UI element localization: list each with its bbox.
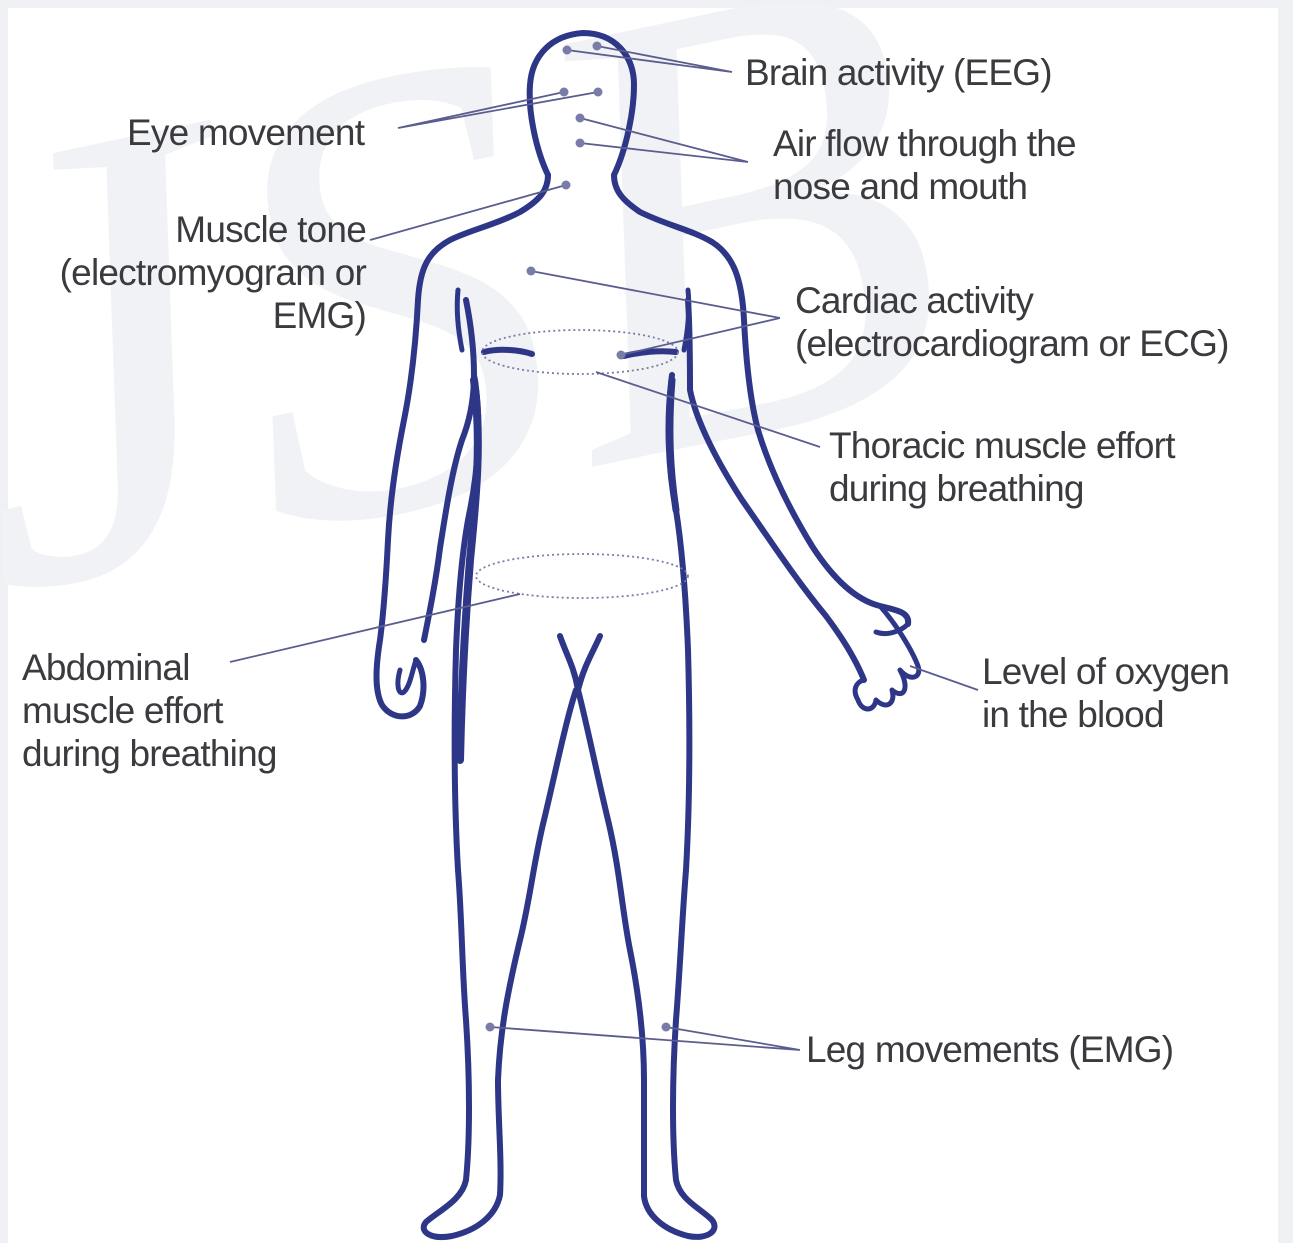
sensor-dot [563, 46, 572, 55]
sensor-dot [562, 181, 571, 190]
left-hand [398, 660, 416, 693]
sensor-dot [662, 1023, 671, 1032]
label-cardiac-activity: Cardiac activity (electrocardiogram or E… [795, 279, 1229, 365]
label-line: during breathing [22, 732, 277, 775]
right-neck-shoulder [614, 175, 908, 624]
label-line: Air flow through the [773, 122, 1076, 165]
sensor-dot [617, 351, 626, 360]
label-line: Abdominal [22, 646, 277, 689]
airflow-leader [580, 118, 748, 162]
sensor-dot [594, 88, 603, 97]
sensor-dot [486, 1023, 495, 1032]
label-abdominal-effort: Abdominal muscle effort during breathing [22, 646, 277, 775]
right-inner-leg [578, 690, 715, 1237]
label-brain-activity: Brain activity (EEG) [745, 51, 1052, 94]
brain-leader [567, 46, 732, 72]
label-line: Level of oxygen [982, 650, 1229, 693]
label-line: (electromyogram or [60, 251, 366, 294]
label-muscle-tone: Muscle tone (electromyogram or EMG) [60, 208, 366, 337]
head-outline [530, 33, 634, 175]
sensor-dot [527, 267, 536, 276]
eye-leader [398, 92, 598, 128]
label-leg-movements: Leg movements (EMG) [806, 1028, 1173, 1071]
label-line: Leg movements (EMG) [806, 1028, 1173, 1071]
sensor-dot [576, 139, 585, 148]
label-oxygen-level: Level of oxygen in the blood [982, 650, 1229, 736]
left-torso [424, 375, 501, 1237]
label-eye-movement: Eye movement [127, 111, 364, 154]
right-flank-stripe [670, 380, 676, 510]
label-line: Brain activity (EEG) [745, 51, 1052, 94]
label-line: during breathing [829, 467, 1175, 510]
left-inner-leg [498, 690, 576, 1080]
label-line: EMG) [60, 294, 366, 337]
label-line: muscle effort [22, 689, 277, 732]
sensor-dot [593, 42, 602, 51]
label-line: Cardiac activity [795, 279, 1229, 322]
sensor-dot [560, 88, 569, 97]
left-chest-arc [484, 350, 532, 354]
crotch [560, 636, 600, 690]
label-line: nose and mouth [773, 165, 1076, 208]
label-thoracic-effort: Thoracic muscle effort during breathing [829, 424, 1175, 510]
sensor-dot [576, 114, 585, 123]
left-armpit-line [457, 290, 462, 350]
oxygen-leader [910, 666, 978, 690]
label-line: Muscle tone [60, 208, 366, 251]
label-air-flow: Air flow through the nose and mouth [773, 122, 1076, 208]
label-line: Eye movement [127, 111, 364, 154]
label-line: Thoracic muscle effort [829, 424, 1175, 467]
abdominal-belt [476, 554, 688, 598]
label-line: (electrocardiogram or ECG) [795, 322, 1229, 365]
sensor-dots [486, 42, 671, 1032]
label-line: in the blood [982, 693, 1229, 736]
